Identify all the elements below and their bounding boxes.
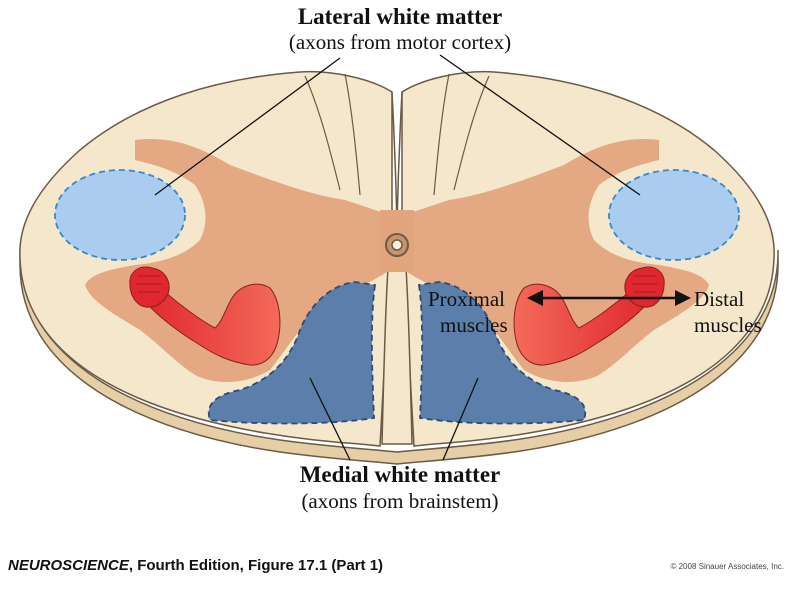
lateral-subtitle: (axons from motor cortex) <box>288 30 512 54</box>
dorsal-sulcus <box>391 91 403 226</box>
lateral-title: Lateral white matter <box>297 4 503 29</box>
gray-matter-right <box>404 139 709 382</box>
gray-matter <box>85 139 709 382</box>
leader-line-lateral-left <box>154 57 341 196</box>
proximal-label-line1: Proximal <box>428 287 505 311</box>
proximal-label-line2: muscles <box>440 313 508 337</box>
dorsal-column-line <box>344 73 361 196</box>
cord-side-depth <box>19 249 779 465</box>
medial-tract-left <box>207 281 377 425</box>
dorsal-column-line <box>453 75 490 191</box>
dorsal-column-line <box>433 73 450 196</box>
copyright-notice: © 2008 Sinauer Associates, Inc. <box>670 562 784 571</box>
distal-label-line2: muscles <box>694 313 762 337</box>
medial-title: Medial white matter <box>299 462 501 487</box>
dorsal-column-line <box>304 75 341 191</box>
medial-tract-right <box>417 281 587 425</box>
lateral-tract-left <box>54 169 186 261</box>
gray-matter-left <box>85 139 390 382</box>
leader-line-medial-right <box>442 377 479 461</box>
double-arrow-icon <box>527 290 691 306</box>
lateral-tract-right <box>608 169 740 261</box>
medial-subtitle: (axons from brainstem) <box>301 489 499 513</box>
distal-label-line1: Distal <box>694 287 745 311</box>
caption-book-title: NEUROSCIENCE <box>8 557 129 574</box>
ventral-fissure <box>381 267 413 445</box>
caption-rest: , Fourth Edition, Figure 17.1 (Part 1) <box>128 557 384 574</box>
leader-line-lateral-right <box>439 54 641 196</box>
leader-line-medial-left <box>309 377 351 461</box>
left-arm-icon <box>129 266 281 366</box>
figure-caption: NEUROSCIENCE, Fourth Edition, Figure 17.… <box>8 557 383 574</box>
